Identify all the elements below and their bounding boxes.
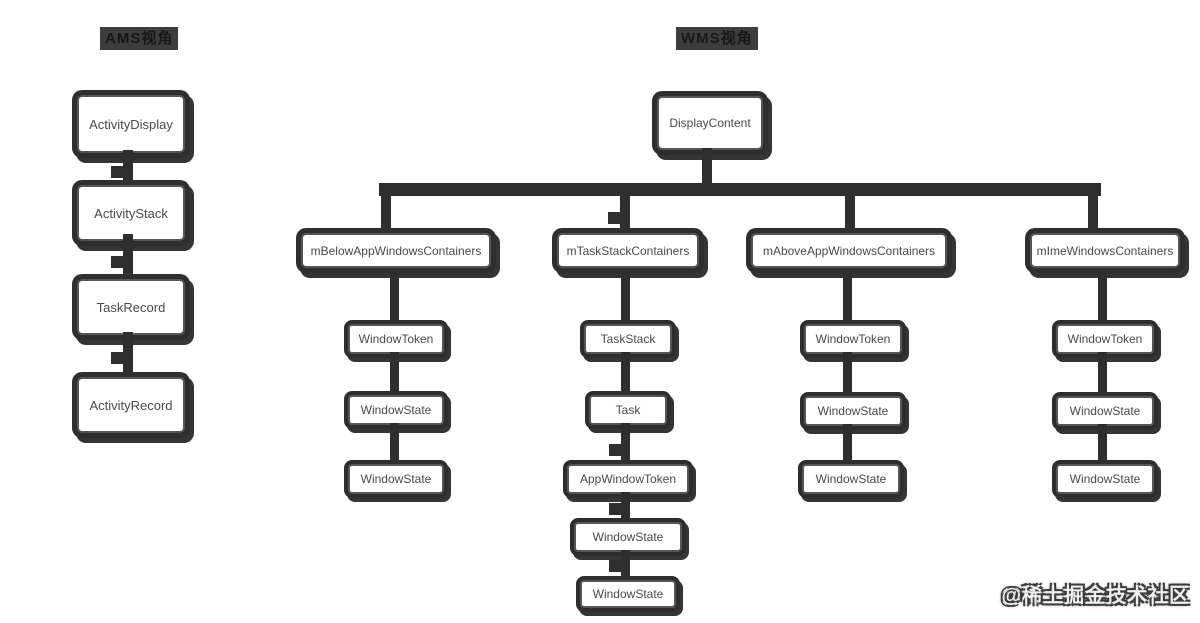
watermark: @稀土掘金技术社区 [1001,585,1190,607]
node-ime-windows-containers: mImeWindowsContainers [1030,233,1180,268]
connector [843,352,852,399]
node-task-stack: TaskStack [584,324,672,354]
wms-section-title: WMS视角 [676,27,758,50]
node-activity-stack: ActivityStack [77,185,185,241]
connector [123,332,133,380]
node-activity-record: ActivityRecord [77,377,185,433]
node-window-state: WindowState [1056,396,1154,426]
node-app-window-token: AppWindowToken [567,464,689,494]
connector [843,268,852,324]
node-activity-display: ActivityDisplay [77,95,185,153]
connector [123,150,133,188]
connector [621,492,630,525]
connector [123,234,133,282]
connector [621,268,630,324]
connector [845,194,855,235]
connector [1098,268,1107,324]
connector [621,423,630,467]
node-window-token: WindowToken [1056,324,1154,354]
connector [1088,194,1098,235]
node-window-state: WindowState [574,522,682,552]
node-task: Task [589,395,667,425]
node-task-record: TaskRecord [77,279,185,335]
connector [390,423,399,467]
connector [621,550,630,583]
connector-jog [609,444,621,456]
connector-jog [111,166,123,178]
connector-jog [609,560,621,572]
node-window-state: WindowState [802,464,900,494]
node-display-content: DisplayContent [657,96,763,150]
connector-jog [111,352,123,364]
connector [1098,424,1107,467]
connector-jog [609,503,621,515]
node-task-stack-containers: mTaskStackContainers [557,233,699,268]
connector [381,194,391,235]
connector-jog [608,212,620,224]
connector [1098,352,1107,399]
connector [843,424,852,467]
connector [621,352,630,398]
connector-jog [111,256,123,268]
connector [702,148,712,188]
node-window-token: WindowToken [348,324,444,354]
connector [390,352,399,398]
node-window-state: WindowState [1056,464,1154,494]
node-window-token: WindowToken [804,324,902,354]
node-window-state: WindowState [580,580,676,608]
connector [390,268,399,324]
connector-rail [379,183,1101,196]
ams-section-title: AMS视角 [100,27,179,50]
node-window-state: WindowState [804,396,902,426]
node-below-app-windows-containers: mBelowAppWindowsContainers [301,233,491,268]
connector [620,194,630,235]
node-window-state: WindowState [348,395,444,425]
node-window-state: WindowState [348,464,444,494]
node-above-app-windows-containers: mAboveAppWindowsContainers [751,233,947,268]
